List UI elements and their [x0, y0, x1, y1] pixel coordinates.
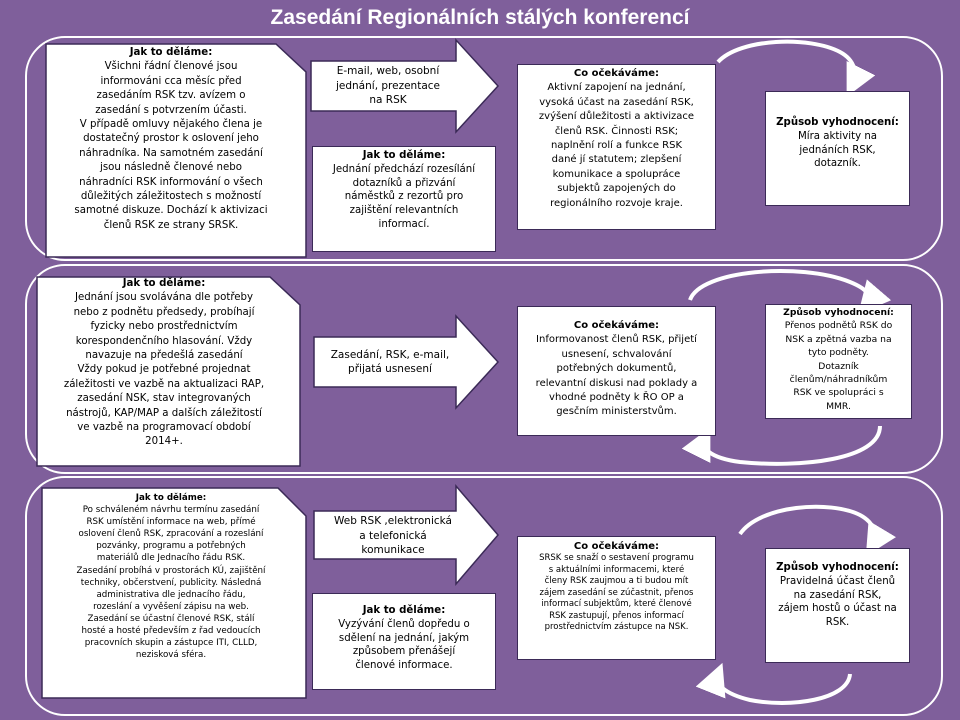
row3-how-heading: Jak to děláme: [135, 493, 207, 503]
row3-middle-text: Vyzývání členů dopředu o sdělení na jedn… [338, 618, 470, 672]
row1-arrow-label: E-mail, web, osobní jednání, prezentace … [318, 60, 458, 112]
cycle-arrow-bottom-3 [695, 662, 852, 705]
row1-eval-box: Způsob vyhodnocení: Míra aktivity na jed… [765, 91, 910, 206]
row3-how-text: Po schváleném návrhu termínu zasedání RS… [76, 505, 266, 661]
row1-how-box: Jak to děláme: Všichni řádní členové jso… [46, 44, 306, 257]
row2-arrow-label: Zasedání, RSK, e-mail, přijatá usnesení [320, 340, 460, 384]
row2-eval-heading: Způsob vyhodnocení: [783, 307, 894, 318]
row1-expect-heading: Co očekáváme: [573, 68, 660, 79]
page-title: Zasedání Regionálních stálých konferencí [270, 6, 690, 29]
row3-eval-box: Způsob vyhodnocení: Pravidelná účast čle… [765, 548, 910, 663]
row1-expect-box: Co očekáváme: Aktivní zapojení na jednán… [517, 64, 716, 230]
row1-how-text: Všichni řádní členové jsou informováni c… [74, 61, 268, 231]
row3-middle-box: Jak to děláme: Vyzývání členů dopředu o … [312, 593, 496, 690]
row3-eval-heading: Způsob vyhodnocení: [776, 562, 899, 573]
row3-eval-text: Pravidelná účast členů na zasedání RSK, … [778, 575, 897, 629]
row-band-1 [25, 36, 943, 261]
cycle-arrow-top-1 [716, 39, 876, 97]
arrow-shape-3 [313, 483, 499, 587]
row2-eval-box: Způsob vyhodnocení: Přenos podnětů RSK d… [765, 304, 912, 419]
row1-middle-box: Jak to děláme: Jednání předchází rozesíl… [312, 146, 496, 252]
row3-how-box: Jak to děláme: Po schváleném návrhu term… [42, 488, 306, 698]
row3-arrow-text: Web RSK ,elektronická a telefonická komu… [334, 515, 452, 557]
row2-expect-text: Informovanost členů RSK, přijetí usnesen… [535, 334, 698, 418]
row1-how-heading: Jak to děláme: [129, 47, 213, 58]
row1-expect-text: Aktivní zapojení na jednání, vysoká účas… [538, 82, 695, 209]
left-box-shape-1 [45, 43, 307, 258]
arrow-shape-1 [310, 38, 500, 134]
row2-expect-heading: Co očekáváme: [573, 320, 660, 331]
row-band-2 [25, 264, 943, 474]
row3-middle-heading: Jak to děláme: [362, 605, 446, 616]
arrow-shape-2 [313, 314, 500, 410]
row1-eval-text: Míra aktivity na jednáních RSK, dotazník… [797, 130, 878, 170]
row3-expect-box: Co očekáváme: SRSK se snaží o sestavení … [517, 536, 716, 660]
left-box-shape-2 [36, 276, 301, 467]
row3-arrow-label: Web RSK ,elektronická a telefonická komu… [318, 513, 468, 559]
row1-middle-heading: Jak to děláme: [362, 150, 446, 161]
cycle-arrow-bottom-2 [681, 425, 882, 466]
row3-expect-text: SRSK se snaží o sestavení programu s akt… [539, 553, 694, 632]
row1-arrow-text: E-mail, web, osobní jednání, prezentace … [335, 65, 440, 107]
row2-expect-box: Co očekáváme: Informovanost členů RSK, p… [517, 306, 716, 436]
row1-middle-text: Jednání předchází rozesílání dotazníků a… [332, 163, 476, 230]
row2-how-text: Jednání jsou svolávána dle potřeby nebo … [63, 292, 265, 448]
cycle-arrow-top-2 [688, 269, 892, 315]
row1-eval-heading: Způsob vyhodnocení: [776, 117, 899, 128]
row2-how-box: Jak to děláme: Jednání jsou svolávána dl… [37, 277, 299, 466]
row2-eval-text: Přenos podnětů RSK do NSK a zpětná vazba… [784, 320, 893, 412]
cycle-arrow-top-3 [738, 504, 897, 557]
row3-expect-heading: Co očekáváme: [573, 541, 660, 552]
row2-how-heading: Jak to děláme: [122, 278, 206, 289]
row-band-3 [25, 476, 943, 716]
left-box-shape-3 [41, 487, 307, 699]
row2-arrow-text: Zasedání, RSK, e-mail, přijatá usnesení [330, 348, 450, 376]
